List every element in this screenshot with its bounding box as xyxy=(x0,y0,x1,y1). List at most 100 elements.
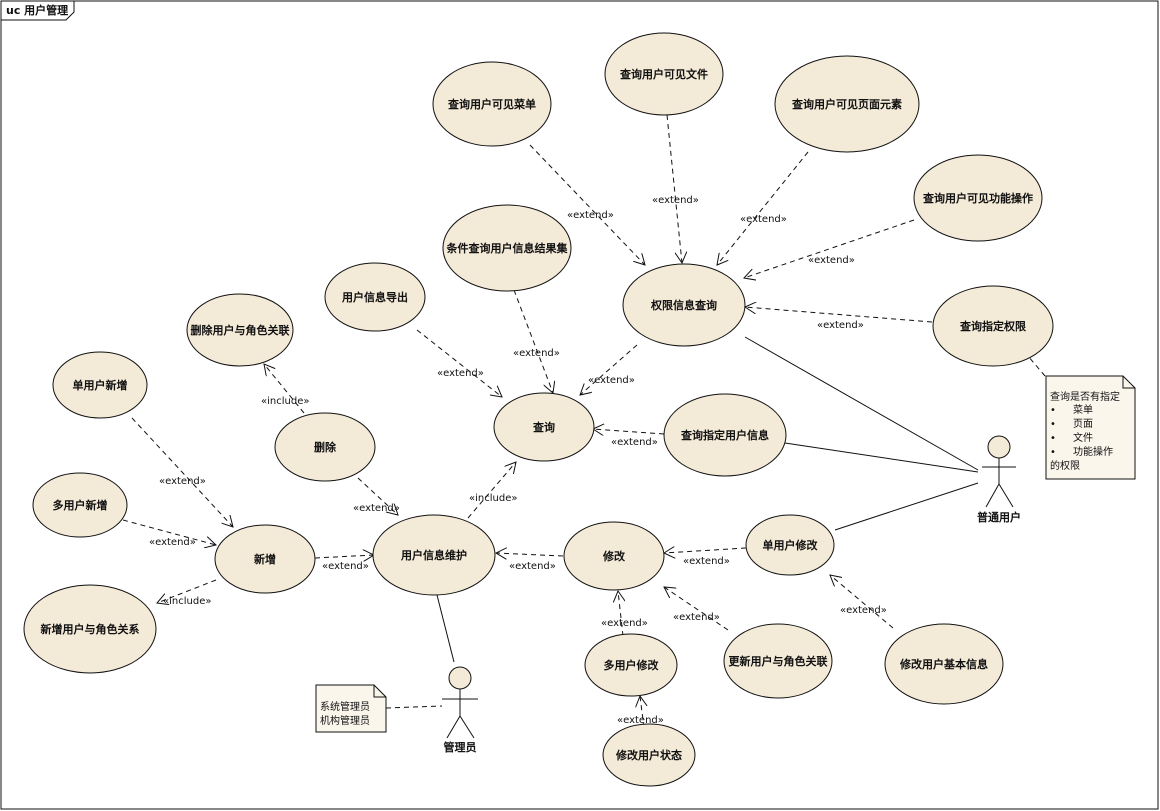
usecase-add[interactable]: 新增 xyxy=(214,524,316,594)
usecase-page[interactable]: 查询用户可见页面元素 xyxy=(774,55,920,153)
dep-export-query xyxy=(416,329,502,397)
usecase-modstatus[interactable]: 修改用户状态 xyxy=(602,723,696,787)
usecase-specuser[interactable]: 查询指定用户信息 xyxy=(663,393,787,477)
usecase-label: 删除 xyxy=(314,440,337,454)
label-extend: «extend» xyxy=(817,320,864,331)
dep-updrole-modify xyxy=(664,587,729,631)
note-line: 的权限 xyxy=(1050,459,1080,472)
usecase-label: 多用户修改 xyxy=(604,658,660,672)
dep-modify-maint xyxy=(496,553,564,556)
dep-modbasic-singlemod xyxy=(830,575,894,629)
note-link-perm xyxy=(1027,355,1046,377)
note-bullet: 菜单 xyxy=(1073,404,1093,416)
frame-title: uc 用户管理 xyxy=(6,3,68,17)
dep-delete-maint xyxy=(357,477,398,515)
usecase-label: 查询用户可见功能操作 xyxy=(923,191,1033,205)
associations xyxy=(436,336,979,663)
label-extend: «extend» xyxy=(567,210,614,221)
bullet-icon: • xyxy=(1050,433,1056,444)
label-include: «include» xyxy=(163,596,211,607)
actor-label: 管理员 xyxy=(444,740,477,754)
usecase-label: 修改 xyxy=(602,549,626,563)
usecase-modbasic[interactable]: 修改用户基本信息 xyxy=(884,623,1004,705)
label-extend: «extend» xyxy=(840,605,887,616)
actor-normal-user[interactable]: 普通用户 xyxy=(977,435,1021,524)
note-line: 机构管理员 xyxy=(320,714,370,727)
usecase-label: 更新用户与角色关联 xyxy=(729,654,828,668)
usecase-modify[interactable]: 修改 xyxy=(563,521,665,591)
stereotype-labels: «extend» «extend» «extend» «extend» «ext… xyxy=(149,195,887,726)
bullet-icon: • xyxy=(1050,447,1056,458)
usecase-specperm[interactable]: 查询指定权限 xyxy=(932,285,1054,367)
usecase-addrole[interactable]: 新增用户与角色关系 xyxy=(23,584,157,674)
usecase-multi-add[interactable]: 多用户新增 xyxy=(32,472,128,538)
usecase-multi-mod[interactable]: 多用户修改 xyxy=(584,633,678,697)
usecase-label: 修改用户状态 xyxy=(615,748,682,762)
label-extend: «extend» xyxy=(322,561,369,572)
usecase-label: 权限信息查询 xyxy=(650,298,717,312)
usecase-label: 多用户新增 xyxy=(53,498,108,512)
usecase-menu[interactable]: 查询用户可见菜单 xyxy=(432,61,552,147)
label-extend: «extend» xyxy=(740,214,787,225)
usecase-maint[interactable]: 用户信息维护 xyxy=(372,514,496,596)
usecase-label: 用户信息导出 xyxy=(342,290,408,304)
actor-admin[interactable]: 管理员 xyxy=(442,666,478,754)
usecase-label: 单用户新增 xyxy=(73,378,128,392)
assoc-specuser-normal xyxy=(784,442,979,473)
usecase-delrole[interactable]: 删除用户与角色关联 xyxy=(186,293,294,367)
usecase-export[interactable]: 用户信息导出 xyxy=(324,262,426,332)
usecase-label: 条件查询用户信息结果集 xyxy=(446,241,569,255)
dep-perm-query xyxy=(580,344,638,395)
label-extend: «extend» xyxy=(588,375,635,386)
dep-maint-query xyxy=(467,462,516,519)
dependencies xyxy=(122,114,1046,729)
usecase-label: 新增用户与角色关系 xyxy=(41,622,140,636)
assoc-perm-normal xyxy=(744,336,979,471)
label-extend: «extend» xyxy=(683,556,730,567)
usecase-label: 用户信息维护 xyxy=(401,548,467,562)
note-admin: 系统管理员 机构管理员 xyxy=(315,684,387,733)
usecase-func[interactable]: 查询用户可见功能操作 xyxy=(913,154,1043,242)
usecase-label: 修改用户基本信息 xyxy=(899,657,988,671)
usecase-query[interactable]: 查询 xyxy=(493,392,595,462)
label-extend: «extend» xyxy=(509,561,556,572)
usecase-label: 单用户修改 xyxy=(763,538,819,552)
dep-specuser-query xyxy=(593,429,665,434)
usecase-cond[interactable]: 条件查询用户信息结果集 xyxy=(442,204,572,292)
usecase-updrole[interactable]: 更新用户与角色关联 xyxy=(723,623,833,699)
note-line: 查询是否有指定 xyxy=(1050,390,1120,403)
dep-multimod-modify xyxy=(618,591,623,637)
usecase-perm[interactable]: 权限信息查询 xyxy=(622,263,746,347)
usecase-label: 查询用户可见文件 xyxy=(620,67,708,81)
usecase-label: 查询指定权限 xyxy=(960,319,1026,333)
dep-singlemod-modify xyxy=(664,548,747,553)
label-extend: «extend» xyxy=(513,348,560,359)
dep-add-maint xyxy=(314,555,374,558)
usecase-single-add[interactable]: 单用户新增 xyxy=(52,351,148,419)
note-line: 系统管理员 xyxy=(320,700,370,713)
note-bullet: 功能操作 xyxy=(1073,445,1113,458)
usecase-label: 查询指定用户信息 xyxy=(681,428,769,442)
label-extend: «extend» xyxy=(159,476,206,487)
dep-multiadd-add xyxy=(122,519,216,545)
label-extend: «extend» xyxy=(611,437,658,448)
label-extend: «extend» xyxy=(601,618,648,629)
dep-specperm-perm xyxy=(745,307,933,323)
note-link-admin xyxy=(385,705,443,709)
note-bullet: 页面 xyxy=(1073,418,1093,430)
assoc-maint-admin xyxy=(436,594,455,663)
label-extend: «extend» xyxy=(353,503,400,514)
label-extend: «extend» xyxy=(437,368,484,379)
label-include: «include» xyxy=(261,396,309,407)
label-extend: «extend» xyxy=(652,195,699,206)
usecase-label: 删除用户与角色关联 xyxy=(191,323,290,337)
usecase-file[interactable]: 查询用户可见文件 xyxy=(604,32,724,116)
usecase-single-mod[interactable]: 单用户修改 xyxy=(745,514,835,576)
dep-add-addrole xyxy=(157,579,217,603)
dep-file-perm xyxy=(666,114,682,263)
usecase-label: 新增 xyxy=(254,552,276,566)
usecase-delete[interactable]: 删除 xyxy=(274,412,376,482)
